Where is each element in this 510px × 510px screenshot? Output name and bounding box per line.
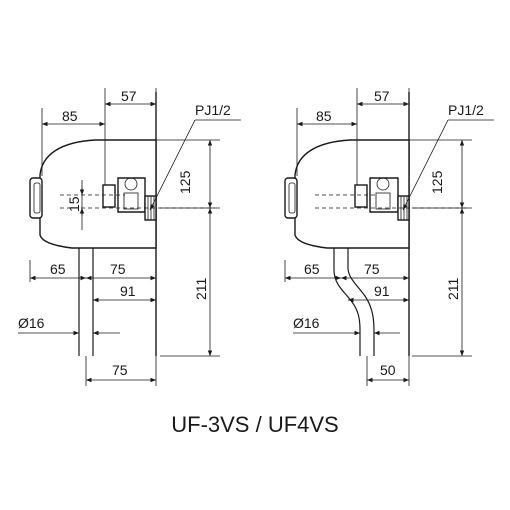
left-dim-65: 65: [50, 261, 66, 277]
right-valve-body: [294, 139, 410, 249]
left-valve-knob: [124, 177, 138, 191]
right-dim-211: 211: [445, 277, 461, 300]
left-dim-bottom: 75: [112, 362, 128, 378]
left-dim-91: 91: [120, 283, 136, 299]
left-front-button: [29, 177, 43, 219]
left-dim-125: 125: [177, 170, 193, 194]
left-dim-57: 57: [121, 88, 137, 104]
left-dim-211: 211: [193, 277, 209, 300]
right-valve-nut: [354, 184, 368, 208]
model-title: UF-3VS / UF4VS: [171, 412, 338, 437]
left-dim-75-mid: 75: [110, 261, 126, 277]
right-dim-91: 91: [374, 283, 390, 299]
left-valve-housing: [117, 177, 146, 213]
right-view: 85 57 PJ1/2 125 211 65 75 91 Ø16 50: [284, 88, 494, 386]
left-valve-core: [123, 192, 139, 210]
left-thread-label: PJ1/2: [195, 102, 231, 118]
right-thread-label: PJ1/2: [448, 102, 484, 118]
left-view: 85 57 PJ1/2 15 125 211 65 75 91 Ø16: [18, 88, 241, 386]
right-pipe-edge-a: [333, 248, 361, 356]
left-front-button-inner: [33, 182, 41, 214]
left-valve-nut: [102, 184, 116, 208]
right-dim-57: 57: [374, 88, 390, 104]
left-valve-body: [39, 139, 157, 249]
left-dim-15: 15: [66, 196, 82, 212]
right-pipe-dia: Ø16: [293, 315, 320, 331]
left-pipe-dia: Ø16: [18, 315, 45, 331]
right-dim-65: 65: [304, 261, 320, 277]
left-dim-85: 85: [62, 108, 78, 124]
right-pipe-edge-b: [347, 248, 375, 356]
right-dim-bottom: 50: [380, 362, 396, 378]
right-dim-85: 85: [316, 108, 332, 124]
right-dim-125: 125: [429, 170, 445, 194]
right-dim-75-mid: 75: [364, 261, 380, 277]
right-front-button: [284, 177, 298, 219]
